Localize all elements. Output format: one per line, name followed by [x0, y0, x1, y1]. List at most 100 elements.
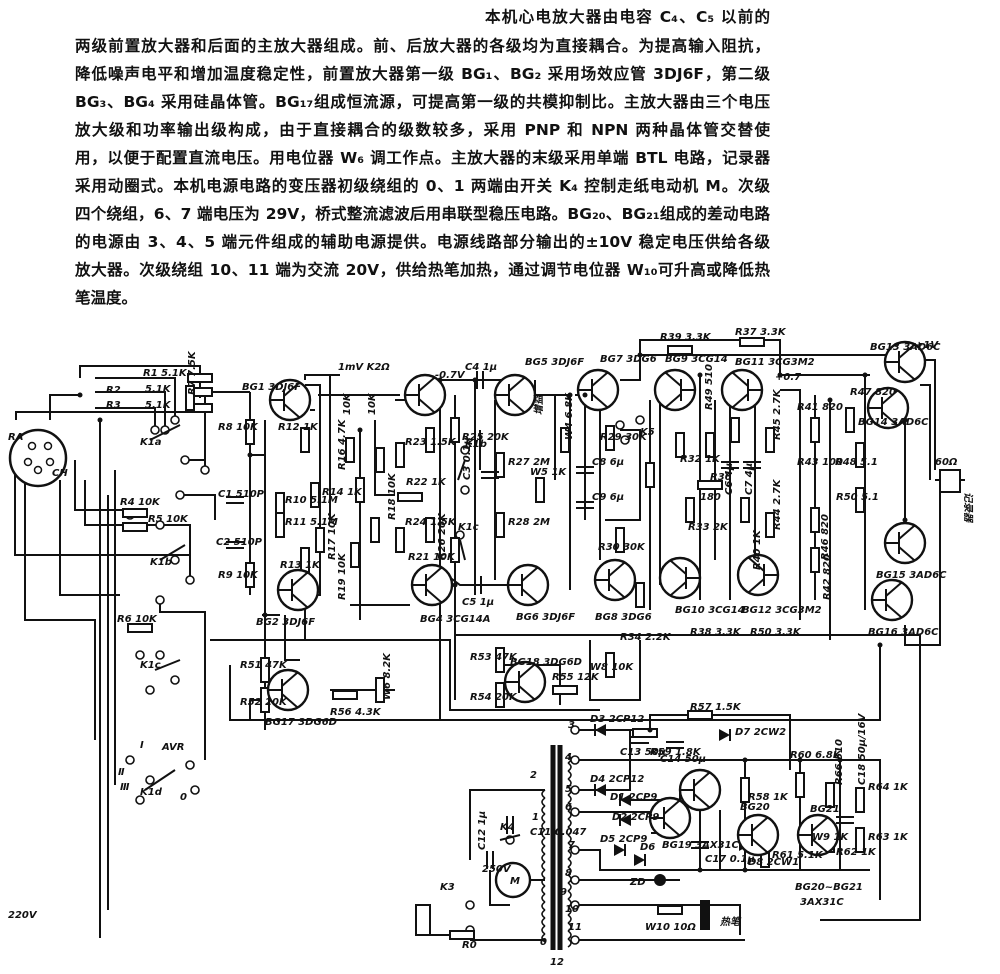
- component-label-m: M: [510, 876, 520, 887]
- terminal: [155, 650, 165, 660]
- resistor-symbol: [395, 527, 405, 553]
- resistor-symbol: [675, 432, 685, 458]
- component-label-r3v: 5.1K: [145, 400, 172, 411]
- resistor-symbol: [560, 427, 570, 453]
- wire: [521, 588, 538, 603]
- component-label-bg6: BG6 3DJ6F: [516, 612, 575, 623]
- diode-symbol: [620, 814, 631, 826]
- winding: [541, 845, 546, 855]
- wire: [898, 344, 915, 359]
- component-label-r15: 10K: [342, 392, 353, 415]
- resistor-symbol: [605, 425, 615, 451]
- wire: [304, 374, 340, 380]
- resistor-symbol: [245, 562, 255, 588]
- terminal: [570, 845, 580, 855]
- terminal: [125, 755, 135, 765]
- component-label-bg19: BG19 3AX31C: [662, 840, 740, 851]
- component-label-r8: R8 10K: [218, 422, 259, 433]
- wire: [49, 394, 80, 420]
- component-label-k1e: K1b: [465, 439, 487, 450]
- component-label-w9: W9 1K: [812, 832, 849, 843]
- component-label-r23: R23 1.5K: [405, 437, 457, 448]
- component-label-r46: R46 820: [820, 514, 831, 560]
- resistor-symbol: [315, 527, 325, 553]
- wire: [608, 583, 625, 598]
- component-label-r49: R49 510: [704, 364, 715, 410]
- resistor-symbol: [245, 419, 255, 445]
- resistor-symbol: [450, 417, 460, 443]
- wire: [425, 588, 442, 603]
- wire: [575, 849, 870, 871]
- wire: [885, 603, 902, 618]
- resistor-symbol: [825, 782, 835, 808]
- junction-dot: [862, 372, 868, 378]
- component-label-hv: 250V: [482, 864, 512, 875]
- component-label-k1f: K1c: [458, 522, 479, 533]
- winding: [541, 933, 546, 943]
- component-label-bg7: BG7 3DG6: [600, 354, 657, 365]
- resistor-symbol: [332, 690, 358, 700]
- wire: [605, 429, 641, 521]
- component-label-bg17: BG17 3DG6D: [265, 717, 337, 728]
- component-label-r7: R7 7.5K: [187, 350, 198, 395]
- component-label-recorder: 记录器: [962, 492, 974, 524]
- wire: [291, 572, 308, 587]
- junction-dot: [697, 867, 703, 873]
- resistor-symbol: [657, 905, 683, 915]
- winding: [567, 930, 572, 940]
- component-label-r63: R63 1K: [868, 832, 909, 843]
- junction-dot: [567, 392, 573, 398]
- component-label-m3: Ⅲ: [120, 782, 130, 793]
- resistor-symbol: [260, 657, 270, 683]
- component-label-c6: C6 4μ: [724, 463, 735, 495]
- component-label-r11: R11 5.1M: [285, 517, 338, 528]
- wire: [732, 393, 749, 408]
- winding: [541, 893, 546, 903]
- resistor-symbol: [450, 537, 460, 563]
- connector-pin: [23, 457, 33, 467]
- wire: [518, 685, 535, 700]
- terminal: [615, 420, 625, 430]
- resistor-symbol: [122, 522, 148, 532]
- winding: [541, 925, 546, 935]
- component-label-bg13: BG13 3AD6C: [870, 342, 941, 353]
- resistor-symbol: [855, 827, 865, 853]
- wire: [898, 525, 915, 540]
- resistor-symbol: [449, 930, 475, 940]
- component-label-d8: D8 2CW1: [748, 857, 799, 868]
- wire: [881, 390, 898, 405]
- component-label-r64: R64 1K: [868, 782, 909, 793]
- wire: [751, 817, 768, 832]
- component-label-r21: R21 10K: [408, 552, 456, 563]
- terminal: [190, 785, 200, 795]
- component-label-bgtype: 3AX31C: [800, 897, 844, 908]
- paragraph-line: 用，以便于配置直流电压。用电位器 W₆ 调工作点。主放大器的末级采用单端 BTL…: [75, 149, 770, 167]
- connector-pin: [43, 441, 53, 451]
- component-label-v1: +1V: [915, 340, 939, 351]
- junction-dot: [247, 452, 253, 458]
- resistor-symbol: [615, 527, 625, 553]
- wire: [180, 494, 216, 520]
- terminal: [570, 725, 580, 735]
- component-label-r62: R62 1K: [836, 847, 877, 858]
- wire: [283, 382, 300, 397]
- junction-dot: [902, 417, 908, 423]
- paragraph-line: 采用动圈式。本机电源电路的变压器初级绕组的 0、1 两端由开关 K₄ 控制走纸电…: [75, 177, 770, 195]
- paragraph-line: 本机心电放大器由电容 C₄、C₅ 以前的: [485, 8, 770, 26]
- winding: [541, 917, 546, 927]
- winding: [567, 826, 572, 836]
- component-label-bg20: BG20: [740, 802, 770, 813]
- wire: [229, 665, 460, 721]
- winding: [541, 861, 546, 871]
- terminal: [175, 490, 185, 500]
- component-label-t1: 1: [532, 812, 539, 823]
- terminal: [460, 445, 470, 455]
- terminal: [570, 935, 580, 945]
- wire: [518, 664, 535, 679]
- resistor-symbol: [300, 427, 310, 453]
- component-label-r53: R53 47K: [470, 652, 518, 663]
- wire: [425, 567, 442, 582]
- wire: [575, 714, 791, 770]
- junction-dot: [742, 757, 748, 763]
- resistor-symbol: [495, 512, 505, 538]
